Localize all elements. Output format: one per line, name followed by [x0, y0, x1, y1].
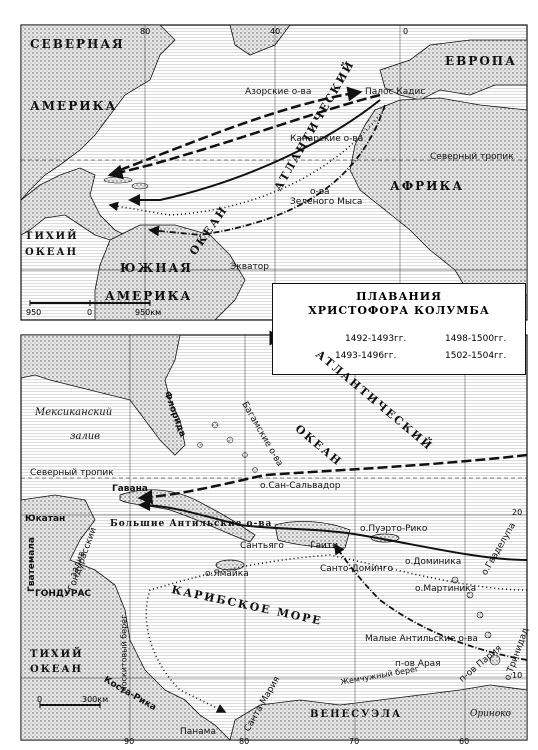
label-pacific-bottom-1: ТИХИЙ — [30, 649, 84, 660]
label-equator: Экватор — [230, 262, 270, 272]
legend-title-2: ХРИСТОФОРА КОЛУМБА — [308, 304, 490, 317]
top-scale-left: 950 — [26, 308, 42, 317]
label-yucatan: Юкатан — [25, 514, 66, 524]
bottom-scale-right: 300км — [82, 695, 109, 704]
top-degree-0: 0 — [403, 27, 409, 36]
label-palos-cadiz: Палос Кадис — [365, 87, 426, 97]
legend-entry-1498: 1498-1500гг. — [445, 334, 507, 344]
label-haiti: Гаити — [310, 541, 338, 551]
label-africa: АФРИКА — [390, 179, 465, 193]
us-land — [20, 334, 186, 456]
route-bottom-1498 — [334, 543, 528, 661]
label-havana: Гавана — [112, 484, 148, 494]
label-north-america-1: СЕВЕРНАЯ — [30, 37, 125, 51]
label-cape-verde-1: о-ва — [310, 187, 330, 197]
bottom-degree-60: 60 — [459, 737, 470, 746]
bottom-degree-20: 20 — [512, 508, 523, 517]
south-america-north-land — [229, 684, 528, 741]
legend-entry-1502: 1502-1504гг. — [445, 351, 507, 361]
route-1493 — [128, 99, 381, 206]
label-santiago: Сантьяго — [240, 541, 284, 551]
label-europe: ЕВРОПА — [445, 54, 517, 68]
bottom-degree-10: 10 — [512, 671, 523, 680]
top-degree-40: 40 — [270, 27, 281, 36]
map-legend: ПЛАВАНИЯ ХРИСТОФОРА КОЛУМБА 1492-1493гг.… — [272, 283, 526, 375]
label-santo-domingo: Санто-Доминго — [320, 564, 393, 574]
label-canary: Канарские о-ва — [290, 134, 364, 144]
top-scale-zero: 0 — [87, 308, 93, 317]
jamaica-land — [215, 559, 245, 571]
label-venezuela: ВЕНЕСУЭЛА — [310, 709, 403, 720]
label-san-salvador: о.Сан-Сальвадор — [260, 481, 341, 491]
label-azores: Азорские о-ва — [245, 87, 312, 97]
label-dominica: о.Доминика — [405, 557, 462, 567]
route-1492 — [107, 93, 381, 180]
label-lesser-antilles: Малые Антильские о-ва — [365, 634, 478, 644]
south-america-land — [94, 224, 246, 321]
legend-title-1: ПЛАВАНИЯ — [356, 290, 442, 303]
label-tropic: Северный тропик — [430, 152, 514, 162]
label-mosquito-coast: Москитовый берег — [119, 614, 129, 694]
label-guatemala: Гватемала — [26, 537, 37, 592]
label-mexican-gulf-1: Мексиканский — [35, 407, 113, 418]
bottom-scale-zero: 0 — [37, 695, 43, 704]
label-mexican-gulf-2: залив — [70, 431, 101, 442]
label-greater-antilles: Большие Антильские о-ва — [110, 519, 273, 529]
route-bottom-1493 — [138, 499, 528, 561]
label-panama: Панама — [180, 727, 216, 737]
bottom-degree-70: 70 — [349, 737, 360, 746]
label-south-america-2: АМЕРИКА — [105, 289, 193, 303]
label-pacific-2: ОКЕАН — [25, 247, 79, 258]
label-araya: п-ов Арая — [395, 659, 441, 669]
north-america-land — [20, 24, 176, 202]
top-degree-80: 80 — [140, 27, 151, 36]
label-jamaica: о.Ямайка — [205, 569, 249, 579]
label-north-america-2: АМЕРИКА — [30, 99, 118, 113]
yucatan-land — [20, 494, 231, 741]
label-orinoco: Ориноко — [470, 709, 512, 719]
label-puerto-rico: о.Пуэрто-Рико — [360, 524, 428, 534]
legend-entry-1493: 1493-1496гг. — [335, 351, 397, 361]
africa-land — [349, 97, 528, 296]
label-honduras: ГОНДУРАС — [35, 589, 92, 599]
label-martinique: о.Мартиника — [415, 584, 477, 594]
label-pacific-bottom-2: ОКЕАН — [30, 664, 84, 675]
route-1492-return — [119, 86, 363, 172]
bottom-degree-90: 90 — [124, 737, 135, 746]
bottom-degree-80: 80 — [239, 737, 250, 746]
label-south-america-1: ЮЖНАЯ — [120, 261, 193, 275]
top-scale-right: 950км — [135, 308, 162, 317]
label-tropic-bottom: Северный тропик — [30, 468, 114, 478]
label-cape-verde-2: Зеленого Мыса — [290, 197, 363, 207]
label-pacific-1: ТИХИЙ — [25, 231, 79, 242]
legend-entry-1492: 1492-1493гг. — [345, 334, 407, 344]
route-bottom-1492 — [137, 453, 528, 505]
